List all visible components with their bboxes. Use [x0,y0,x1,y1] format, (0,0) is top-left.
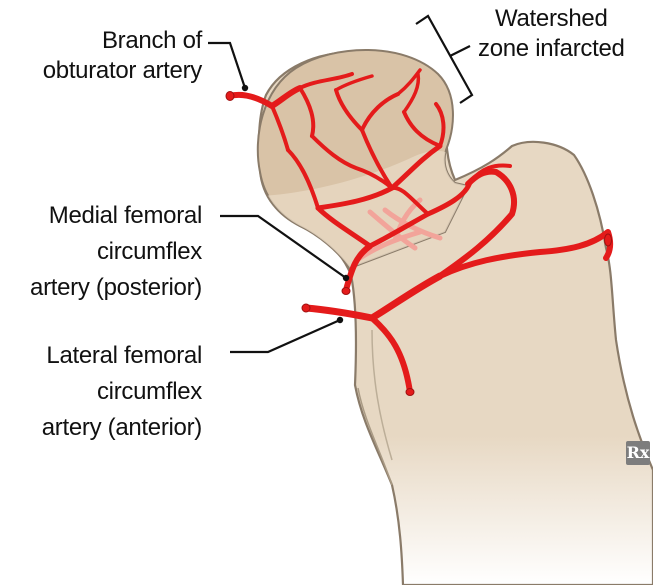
rx-logo: Rx [626,441,650,465]
vessel-ends [225,91,612,396]
obturator-artery-label: Branch of obturator artery [42,26,203,86]
leader-lines [208,14,474,354]
arteries [227,68,614,395]
lateral-label-line-1: Lateral femoral [46,342,202,369]
medial-femoral-circumflex-label: Medial femoral circumflex artery (poster… [30,198,202,306]
lateral-leader-line [230,318,341,354]
obturator-label-line-1: Branch of [101,27,202,54]
medial-label-line-2: circumflex [96,238,202,265]
obturator-label-line-2: obturator artery [42,57,203,84]
lateral-femoral-circumflex-label: Lateral femoral circumflex artery (anter… [41,338,203,446]
obturator-leader-line [208,41,247,89]
watershed-label-line-2: zone infarcted [478,35,625,62]
medial-leader-line [220,214,347,279]
medial-label-line-3: artery (posterior) [30,274,202,301]
lateral-label-line-2: circumflex [96,378,202,405]
medial-label-line-1: Medial femoral [48,202,203,229]
watershed-zone-label: Watershed zone infarcted [478,4,625,64]
lateral-label-line-3: artery (anterior) [41,414,203,441]
watershed-label-line-1: Watershed [495,5,608,32]
